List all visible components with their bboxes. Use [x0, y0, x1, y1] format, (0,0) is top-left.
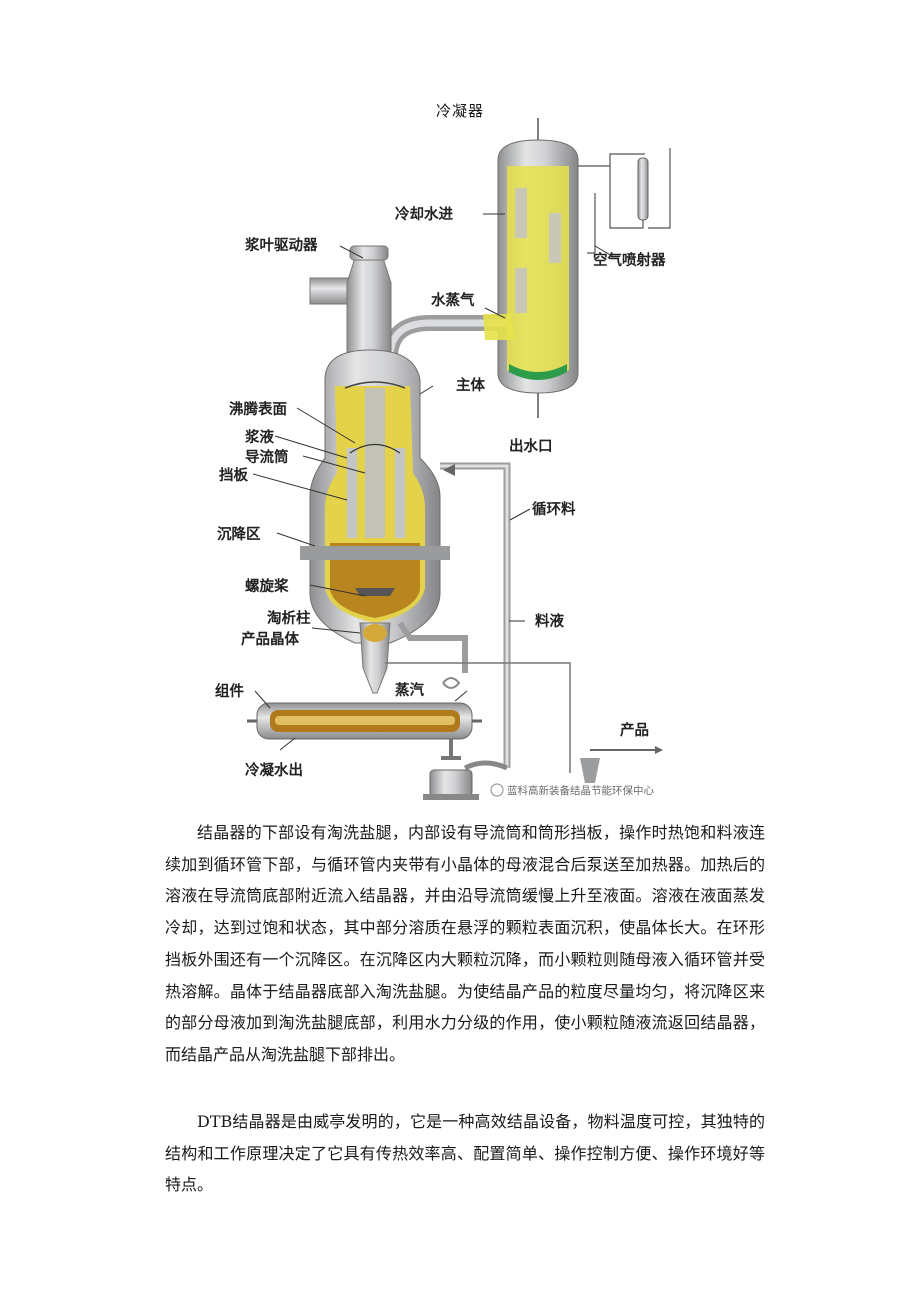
- condenser: [497, 139, 579, 418]
- paragraph-2: DTB结晶器是由威亭发明的，它是一种高效结晶设备，物料温度可控，其独特的结构和工…: [165, 1112, 765, 1195]
- paragraph-1: 结晶器的下部设有淘洗盐腿，内部设有导流筒和筒形挡板，操作时热饱和料液连续加到循环…: [165, 823, 765, 1064]
- label-cooling-water-in: 冷却水进: [395, 205, 453, 223]
- label-component: 组件: [215, 682, 244, 700]
- label-baffle: 挡板: [219, 466, 248, 484]
- watermark-icon: [490, 783, 504, 797]
- label-steam: 蒸汽: [395, 681, 424, 699]
- label-elutriation-leg: 淘析柱: [267, 609, 311, 627]
- label-product: 产品: [620, 721, 649, 739]
- label-product-crystal: 产品晶体: [241, 630, 299, 648]
- label-water-outlet: 出水口: [509, 437, 553, 455]
- leader-lines: [252, 213, 613, 751]
- label-feed-liquid: 料液: [535, 612, 564, 630]
- label-recirculation: 循环料: [532, 500, 576, 518]
- label-paddle-driver: 浆叶驱动器: [245, 236, 318, 254]
- recirculation-loop: [385, 462, 571, 773]
- elutriation-leg: [359, 622, 391, 694]
- label-main-body: 主体: [456, 376, 485, 394]
- figure-title: 冷凝器: [435, 102, 484, 120]
- label-settling-zone: 沉降区: [217, 525, 261, 543]
- label-propeller: 螺旋桨: [245, 577, 289, 595]
- paddle-driver: [309, 245, 392, 364]
- pump: [423, 760, 509, 800]
- label-boiling-surface: 沸腾表面: [229, 400, 287, 418]
- label-water-vapor: 水蒸气: [431, 291, 475, 309]
- product-outlet: [580, 746, 663, 783]
- label-slurry: 浆液: [245, 428, 274, 446]
- watermark: 蓝科高新装备结晶节能环保中心: [507, 784, 654, 797]
- air-ejector: [578, 148, 671, 254]
- label-condensate-out: 冷凝水出: [245, 761, 303, 779]
- dtb-crystallizer-diagram: 浆叶驱动器 冷却水进 空气喷射器 水蒸气 主体 沸腾表面 出水口 浆液 导流筒 …: [215, 118, 705, 810]
- label-draft-tube: 导流筒: [245, 448, 289, 466]
- crystallizer-body: [300, 349, 450, 644]
- heater: [247, 677, 482, 760]
- label-air-ejector: 空气喷射器: [593, 251, 666, 269]
